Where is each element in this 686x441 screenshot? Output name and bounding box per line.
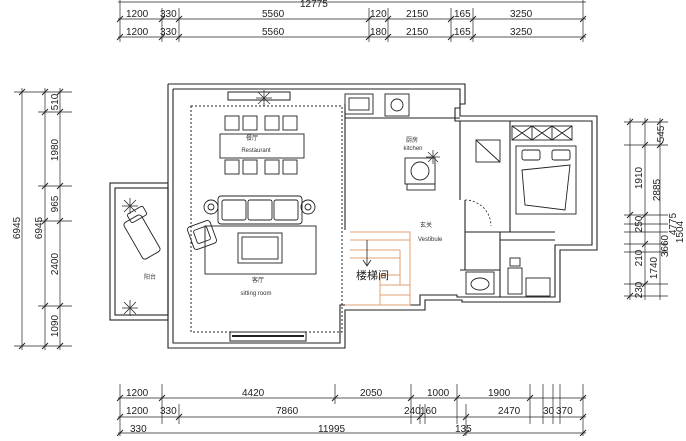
- dim-top1-4: 120: [370, 9, 387, 20]
- bottom-dimension-labels: 1200 4420 2050 1000 1900 1200 330 7860 2…: [126, 388, 573, 435]
- top-dimension-lines: [118, 0, 586, 42]
- dim-top1-2: 330: [160, 9, 177, 20]
- coffee-table: [204, 225, 317, 275]
- dim-bot1-4: 1000: [427, 388, 450, 399]
- dim-right-8: 1740: [649, 256, 660, 279]
- left-dimension-labels: 6945 6945 510 1980 965 2400 1090: [12, 93, 61, 337]
- dim-bot2-6: 2470: [498, 406, 521, 417]
- dim-bot1-2: 4420: [242, 388, 265, 399]
- dim-right-9: 3660: [660, 234, 671, 257]
- restaurant-cn-label: 餐厅: [246, 134, 258, 142]
- plant-icon: [256, 90, 272, 106]
- dim-bot3-3: 135: [455, 424, 472, 435]
- vestibule-label: Vestibule: [418, 237, 443, 243]
- window: [227, 91, 291, 101]
- left-total-2: 6945: [34, 216, 45, 239]
- dim-bot2-8: 370: [556, 406, 573, 417]
- dim-right-10: 230: [634, 281, 645, 298]
- dim-bot1-1: 1200: [126, 388, 149, 399]
- walls: [109, 83, 598, 349]
- dim-top2-2: 330: [160, 27, 177, 38]
- bed: [515, 145, 577, 215]
- vestibule-cn-label: 玄关: [420, 221, 432, 229]
- lounge-chair: [123, 205, 161, 260]
- top-total: 12775: [300, 0, 328, 10]
- dim-right-3: 2885: [652, 178, 663, 201]
- balcony-cn-label: 阳台: [144, 273, 156, 281]
- dim-right-1: 545: [656, 125, 667, 142]
- dim-top1-5: 2150: [406, 9, 429, 20]
- right-dimension-labels: 545 1910 2885 4775 1504 250 210 1740 366…: [634, 125, 686, 298]
- stair-arrow-head: [362, 259, 372, 267]
- dim-right-7: 210: [634, 249, 645, 266]
- dim-left-1: 510: [50, 93, 61, 110]
- top-dimension-labels: 12775 1200 330 5560 120 2150 165 3250 12…: [126, 0, 533, 38]
- kitchen-label: kitchen: [403, 146, 422, 152]
- dim-bot2-1: 1200: [126, 406, 149, 417]
- dim-right-6: 250: [634, 215, 645, 232]
- dim-top2-3: 5560: [262, 27, 285, 38]
- plant-icon: [122, 198, 138, 316]
- dim-bot2-3: 7860: [276, 406, 299, 417]
- dim-top1-1: 1200: [126, 9, 149, 20]
- stairwell-label: 楼梯间: [356, 268, 389, 282]
- restaurant-label: Restaurant: [241, 148, 271, 154]
- sofa: [203, 195, 316, 225]
- bedroom-wardrobe: [511, 125, 573, 141]
- dimension-ticks: [18, 15, 664, 437]
- dim-left-4: 2400: [50, 252, 61, 275]
- kitchen-counter: [344, 93, 410, 117]
- dim-bot2-5: 160: [420, 406, 437, 417]
- dim-bot2-2: 330: [160, 406, 177, 417]
- dim-top2-5: 2150: [406, 27, 429, 38]
- dim-left-5: 1090: [50, 314, 61, 337]
- dim-bot3-2: 11995: [318, 424, 346, 435]
- sitting-label: sitting room: [240, 291, 271, 297]
- stairs: [345, 231, 411, 306]
- plant-icon: [426, 150, 440, 164]
- dim-left-2: 1980: [50, 138, 61, 161]
- right-dimension-lines: [624, 118, 668, 300]
- door-swing: [464, 199, 492, 227]
- dim-top2-4: 180: [370, 27, 387, 38]
- dim-bot2-4: 240: [404, 406, 421, 417]
- dim-bot1-5: 1900: [488, 388, 511, 399]
- dim-bot3-1: 330: [130, 424, 147, 435]
- dim-bot2-7: 30: [543, 406, 555, 417]
- dim-top2-6: 165: [454, 27, 471, 38]
- kitchen-table: [404, 157, 436, 191]
- living-zone-outline: [190, 105, 343, 333]
- kitchen-cn-label: 厨房: [406, 136, 418, 144]
- dim-top2-7: 3250: [510, 27, 533, 38]
- dim-top1-7: 3250: [510, 9, 533, 20]
- armchair: [187, 220, 217, 250]
- window: [229, 331, 307, 342]
- dim-top2-1: 1200: [126, 27, 149, 38]
- dim-right-5: 1504: [675, 220, 686, 243]
- dim-left-3: 965: [50, 195, 61, 212]
- dining-table: [219, 115, 305, 175]
- dim-top1-3: 5560: [262, 9, 285, 20]
- desk: [475, 139, 501, 163]
- dim-bot1-3: 2050: [360, 388, 383, 399]
- dim-right-4: 4775: [668, 212, 679, 235]
- left-total: 6945: [12, 216, 23, 239]
- bathroom-fixtures: [465, 239, 555, 297]
- dim-right-2: 1910: [634, 166, 645, 189]
- dim-top1-6: 165: [454, 9, 471, 20]
- sitting-cn-label: 客厅: [252, 276, 264, 284]
- bottom-dimension-lines: [118, 384, 586, 436]
